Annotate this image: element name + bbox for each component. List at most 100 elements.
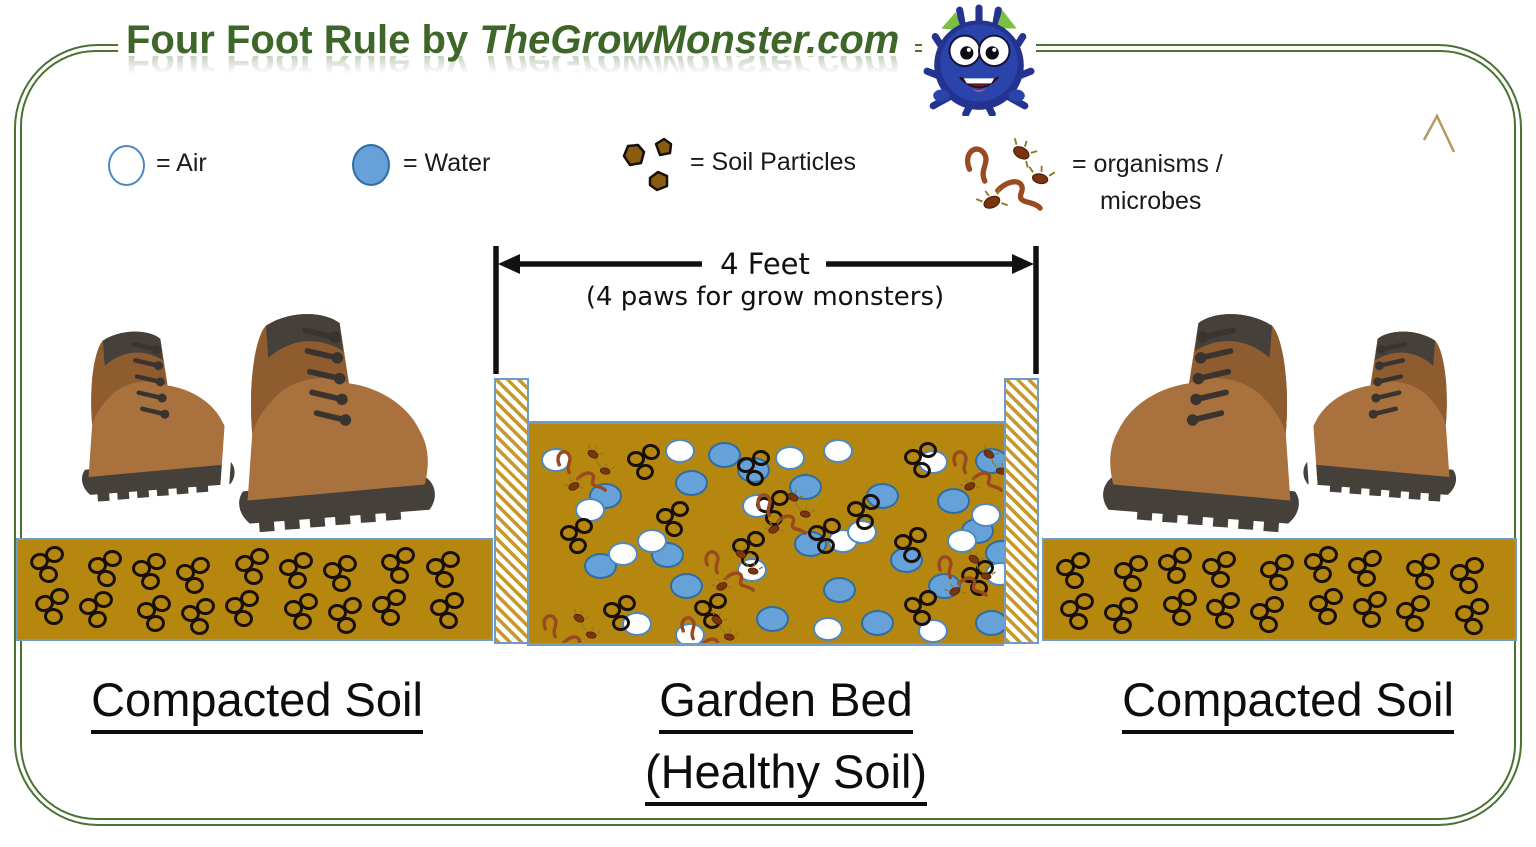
air-bubble: [813, 616, 844, 641]
soil-particle: [1464, 556, 1485, 574]
soil-particle: [894, 533, 913, 550]
soil-particle: [37, 564, 59, 584]
soil-particle: [1404, 613, 1426, 633]
air-bubble: [574, 498, 605, 523]
soil-particle-cluster: [1448, 556, 1485, 596]
soil-particle-cluster: [902, 440, 938, 481]
soil-particle-cluster: [179, 596, 217, 636]
soil-particle: [918, 440, 938, 459]
air-bubble: [846, 520, 877, 545]
water-droplet: [589, 483, 622, 510]
water-droplet: [865, 483, 899, 510]
soil-particle: [1215, 611, 1235, 630]
air-bubble: [608, 542, 639, 567]
corner-chevron-mark: [1422, 113, 1456, 153]
soil-particle: [380, 607, 401, 627]
soil-particle-cluster: [1308, 585, 1345, 627]
water-droplet: [975, 610, 1004, 637]
soil-particle: [330, 574, 353, 594]
soil-particle: [336, 616, 357, 635]
organism-cluster: [704, 542, 763, 595]
soil-particle-cluster: [1257, 553, 1295, 593]
organism-cluster: [952, 441, 1004, 494]
compacted-soil-left: [16, 538, 493, 641]
water-droplet: [794, 531, 828, 558]
soil-particle-cluster: [232, 547, 270, 587]
organisms-label-line2: microbes: [1100, 187, 1202, 215]
air-bubble: [665, 439, 696, 464]
four-feet-dimension-arrow: [493, 246, 1039, 374]
soil-particle: [440, 550, 460, 568]
soil-particle-cluster: [1053, 550, 1091, 590]
soil-particle-cluster: [1453, 597, 1490, 638]
soil-particle: [102, 548, 123, 568]
organism-cluster: [756, 485, 816, 538]
soil-particle: [1360, 610, 1382, 629]
organisms-symbol: [956, 134, 1056, 214]
soil-particle: [815, 536, 837, 556]
water-symbol: [352, 144, 390, 186]
air-label: = Air: [156, 149, 207, 177]
soil-particle: [389, 566, 410, 585]
soil-particle-cluster: [1200, 548, 1238, 588]
soil-particle: [1075, 592, 1095, 611]
soil-particle: [385, 587, 407, 607]
organism-cluster: [680, 607, 739, 643]
soil-particle-cluster: [735, 449, 771, 489]
label-compacted-soil-left: Compacted Soil: [40, 672, 474, 734]
page-title: Four Foot Rule by TheGrowMonster.com Fou…: [118, 14, 916, 86]
grow-monster-mascot: [922, 2, 1036, 118]
title-text: Four Foot Rule by TheGrowMonster.com: [126, 18, 899, 62]
soil-particle: [1068, 611, 1090, 632]
soil-particle-cluster: [1161, 586, 1199, 627]
air-bubble: [970, 502, 1001, 527]
soil-particle-cluster: [1303, 544, 1340, 586]
soil-particle-cluster: [424, 550, 460, 590]
water-droplet: [708, 441, 742, 468]
water-droplet: [755, 605, 789, 632]
title-brand: TheGrowMonster.com: [479, 18, 900, 62]
soil-particle: [1267, 572, 1290, 593]
soil-particles-label: = Soil Particles: [690, 148, 857, 176]
soil-particle: [242, 566, 265, 587]
soil-particle: [185, 576, 205, 594]
soil-particle-cluster: [654, 500, 690, 539]
soil-particle: [611, 613, 632, 633]
soil-particles-symbol: [622, 137, 673, 192]
title-prefix: Four Foot Rule by: [126, 18, 480, 62]
soil-particle-cluster: [86, 548, 123, 589]
soil-particle-cluster: [894, 525, 929, 565]
soil-particle: [912, 610, 932, 627]
soil-particle-cluster: [560, 516, 595, 557]
organism-cluster: [556, 441, 615, 494]
garden-bed-post-left: [494, 378, 529, 644]
soil-particle: [1063, 570, 1085, 590]
boots-right: [1078, 300, 1468, 542]
water-droplet: [937, 487, 971, 514]
water-droplet: [822, 577, 856, 604]
soil-particle-cluster: [174, 554, 213, 594]
air-bubble: [946, 529, 977, 554]
soil-particle-cluster: [1204, 590, 1242, 630]
soil-particle: [437, 609, 461, 632]
label-compacted-soil-right: Compacted Soil: [1066, 672, 1510, 734]
air-bubble: [822, 439, 853, 464]
four-paws-sublabel: (4 paws for grow monsters): [585, 282, 945, 312]
title-reflection: Four Foot Rule by TheGrowMonster.com: [126, 56, 900, 86]
soil-particle-cluster: [1248, 595, 1285, 635]
water-droplet: [860, 610, 894, 637]
soil-particle: [232, 607, 255, 629]
soil-particle-cluster: [322, 552, 360, 594]
soil-particle: [240, 589, 260, 607]
soil-particle: [1257, 613, 1281, 635]
soil-particle-cluster: [1112, 554, 1149, 595]
organism-cluster: [541, 605, 601, 643]
label-healthy-soil: (Healthy Soil): [600, 744, 972, 806]
soil-particle: [1210, 570, 1230, 588]
soil-particle: [1410, 593, 1432, 613]
soil-particle-cluster: [1058, 592, 1095, 632]
soil-particle-cluster: [27, 544, 65, 584]
soil-particle-cluster: [326, 594, 364, 635]
air-bubble: [775, 445, 806, 470]
